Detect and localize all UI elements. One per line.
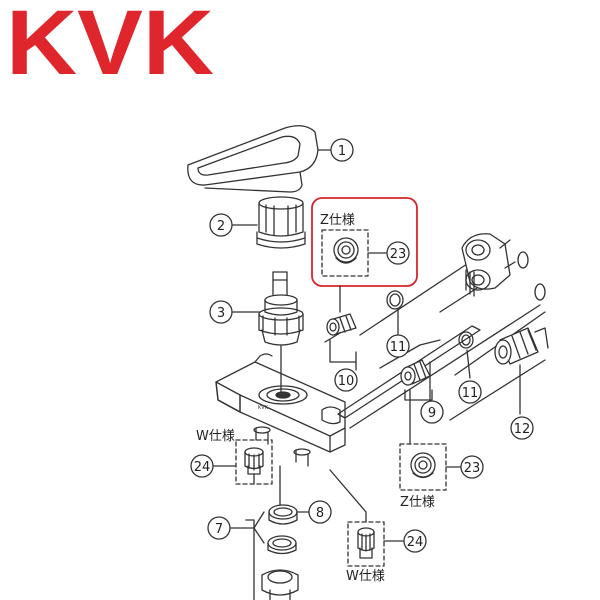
- leader-pipe-left: [245, 519, 255, 600]
- part-w-fitting-left: [213, 439, 273, 485]
- callout-9: 9: [420, 400, 444, 424]
- svg-text:9: 9: [428, 406, 436, 421]
- kvk-logo-text: KVK: [6, 2, 214, 82]
- svg-text:12: 12: [514, 422, 531, 437]
- part-faucet-body: KVK: [215, 353, 346, 467]
- callout-3: 3: [209, 300, 233, 324]
- callout-24-left: 24: [190, 454, 214, 478]
- callout-7: 7: [207, 516, 231, 540]
- callout-11-b: 11: [458, 380, 482, 404]
- kvk-logo: KVK: [6, 2, 214, 82]
- part-ring-7: [267, 535, 297, 555]
- part-z-fitting-bottom: [399, 389, 461, 491]
- callout-10: 10: [334, 368, 358, 392]
- highlight-box-z-spec: [311, 197, 418, 287]
- svg-text:11: 11: [390, 340, 407, 355]
- part-lever-handle: [187, 125, 331, 193]
- part-w-fitting-bottom: [329, 469, 404, 567]
- callout-2: 2: [209, 213, 233, 237]
- part-fitting-10: [326, 313, 357, 336]
- svg-text:7: 7: [215, 522, 223, 537]
- part-nut-bottom: [261, 569, 299, 600]
- svg-text:10: 10: [338, 374, 355, 389]
- spec-label-z-bottom: Z仕様: [400, 495, 435, 510]
- leader-11b: [466, 349, 471, 379]
- svg-text:23: 23: [390, 247, 407, 262]
- callout-24-bottom: 24: [403, 529, 427, 553]
- svg-text:8: 8: [316, 506, 324, 521]
- part-elbow-connector: [461, 233, 546, 301]
- part-o-ring-11b: [458, 331, 474, 349]
- callout-23-bottom: 23: [460, 455, 484, 479]
- spec-label-w-left: W仕様: [196, 429, 235, 444]
- leader-9: [404, 389, 433, 401]
- svg-text:KVK: KVK: [258, 405, 269, 411]
- svg-text:2: 2: [217, 219, 225, 234]
- part-fitting-9: [400, 359, 431, 386]
- callout-11-a: 11: [386, 334, 410, 358]
- svg-text:3: 3: [217, 306, 225, 321]
- part-o-ring-11a: [386, 290, 404, 310]
- svg-text:11: 11: [462, 386, 479, 401]
- callout-1: 1: [330, 138, 354, 162]
- part-cap-nut: [232, 196, 306, 249]
- spec-label-z-top: Z仕様: [320, 213, 355, 228]
- leader-10: [329, 339, 357, 371]
- spec-label-w-bottom: W仕様: [346, 569, 385, 584]
- callout-23-top: 23: [386, 241, 410, 265]
- part-ring-8: [268, 504, 298, 525]
- part-cartridge: [232, 271, 304, 346]
- part-z-fitting-top: [311, 197, 418, 313]
- svg-text:24: 24: [194, 460, 211, 475]
- svg-text:1: 1: [338, 144, 346, 159]
- svg-text:24: 24: [407, 535, 424, 550]
- callout-12: 12: [510, 416, 534, 440]
- callout-8: 8: [308, 500, 332, 524]
- part-fitting-12: [494, 327, 549, 365]
- svg-text:23: 23: [464, 461, 481, 476]
